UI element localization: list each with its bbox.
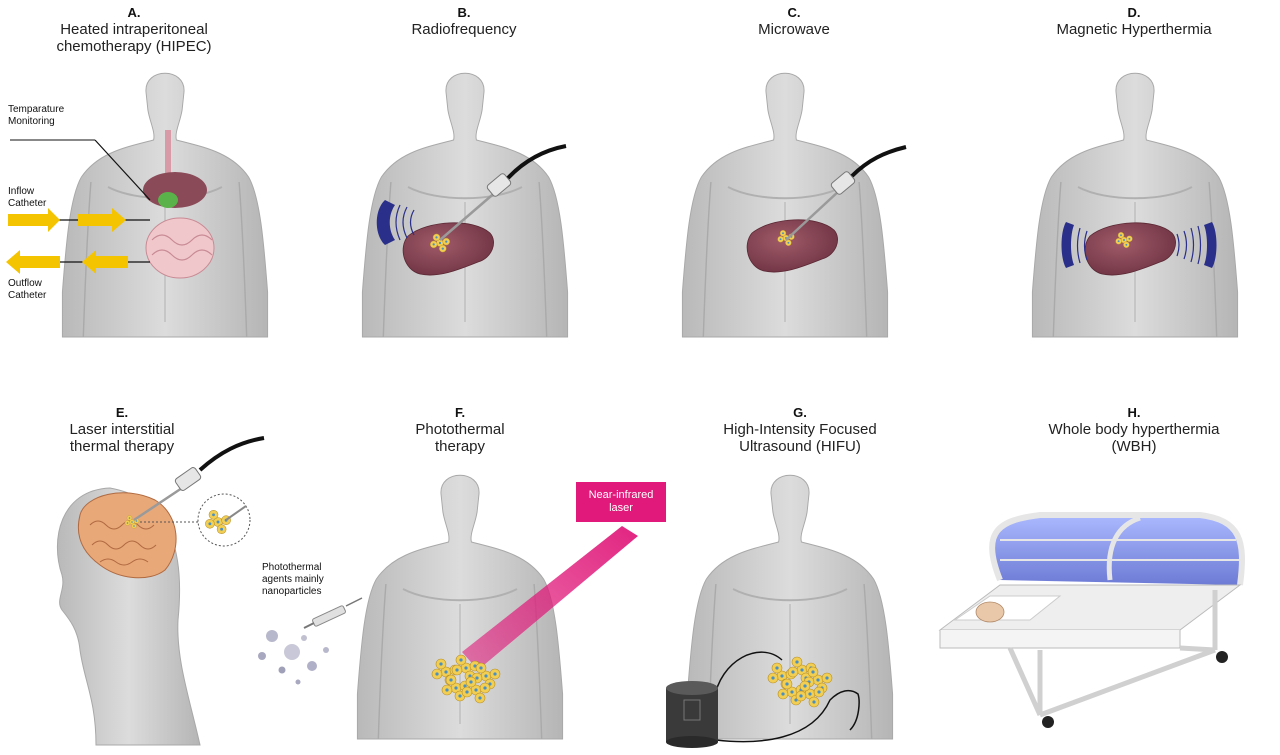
laser-beam bbox=[462, 526, 638, 670]
panel-f-figure bbox=[258, 474, 638, 740]
wbh-capsule bbox=[992, 515, 1242, 585]
panel-letter: A. bbox=[127, 5, 141, 20]
rf-applicator bbox=[376, 200, 395, 245]
mw-needle bbox=[785, 189, 841, 241]
panel-title-text: Magnetic Hyperthermia bbox=[1056, 21, 1212, 38]
panel-title-text: Whole body hyperthermia (WBH) bbox=[1048, 421, 1220, 455]
patient-head bbox=[975, 601, 1005, 623]
panel-b-title: B. Radiofrequency bbox=[314, 4, 614, 38]
panel-title-text: Radiofrequency bbox=[411, 21, 517, 38]
outflow-arrow-2 bbox=[82, 250, 128, 274]
panel-letter: B. bbox=[457, 5, 471, 20]
panel-h-title: H. Whole body hyperthermia (WBH) bbox=[984, 404, 1280, 455]
laser-label-text: Near-infrared laser bbox=[588, 489, 654, 514]
rf-cable bbox=[506, 144, 567, 180]
panel-letter: E. bbox=[115, 405, 129, 420]
bed-wheel bbox=[1216, 651, 1228, 663]
magnet-right bbox=[1204, 222, 1217, 268]
bed-wheel bbox=[1042, 716, 1054, 728]
label-outflow-catheter: Outflow Catheter bbox=[8, 278, 47, 301]
panel-title-text: Photothermal therapy bbox=[415, 421, 505, 455]
panel-letter: F. bbox=[454, 405, 466, 420]
label-near-infrared-laser: Near-infrared laser bbox=[576, 482, 666, 522]
panel-g-figure bbox=[666, 474, 894, 748]
nanoparticles bbox=[258, 630, 329, 685]
panel-e-title: E. Laser interstitial thermal therapy bbox=[0, 404, 272, 455]
syringe bbox=[303, 597, 363, 629]
mw-cable bbox=[850, 145, 907, 178]
organs-gallbladder bbox=[158, 192, 178, 208]
intestines bbox=[145, 217, 215, 279]
label-temperature-monitoring: Temparature Monitoring bbox=[8, 104, 65, 127]
panel-c-figure bbox=[681, 72, 907, 338]
panel-title-text: High-Intensity Focused Ultrasound (HIFU) bbox=[723, 421, 877, 455]
panel-letter: D. bbox=[1127, 5, 1141, 20]
panel-g-title: G. High-Intensity Focused Ultrasound (HI… bbox=[650, 404, 950, 455]
laser-cable bbox=[198, 436, 265, 472]
hifu-cable-2 bbox=[715, 689, 860, 743]
magnet-left bbox=[1061, 222, 1074, 268]
hifu-transducer bbox=[666, 681, 718, 748]
panel-b-figure bbox=[361, 72, 569, 338]
panel-d-title: D. Magnetic Hyperthermia bbox=[984, 4, 1280, 38]
esophagus bbox=[165, 130, 171, 180]
rf-needle bbox=[439, 189, 499, 241]
panel-a-figure bbox=[6, 72, 269, 338]
outflow-arrow bbox=[6, 250, 60, 274]
label-inflow-catheter: Inflow Catheter bbox=[8, 186, 47, 209]
panel-f-title: F. Photothermal therapy bbox=[310, 404, 610, 455]
panel-letter: C. bbox=[787, 5, 801, 20]
panel-h-figure bbox=[938, 512, 1245, 728]
panel-d-figure bbox=[1031, 72, 1239, 338]
brain bbox=[77, 492, 177, 579]
label-photothermal-agents: Photothermal agents mainly nanoparticles bbox=[262, 562, 324, 597]
inflow-arrow-2 bbox=[78, 208, 126, 232]
panel-a-title: A. Heated intraperitoneal chemotherapy (… bbox=[0, 4, 284, 55]
inflow-arrow bbox=[8, 208, 60, 232]
temperature-probe-line bbox=[94, 139, 151, 201]
panel-title-text: Heated intraperitoneal chemotherapy (HIP… bbox=[56, 21, 212, 55]
panel-title-text: Laser interstitial thermal therapy bbox=[69, 421, 175, 455]
panel-title-text: Microwave bbox=[758, 21, 830, 38]
panel-e-figure bbox=[56, 436, 265, 746]
panel-c-title: C. Microwave bbox=[644, 4, 944, 38]
panel-letter: H. bbox=[1127, 405, 1141, 420]
panel-letter: G. bbox=[793, 405, 807, 420]
laser-fiber bbox=[133, 486, 183, 522]
